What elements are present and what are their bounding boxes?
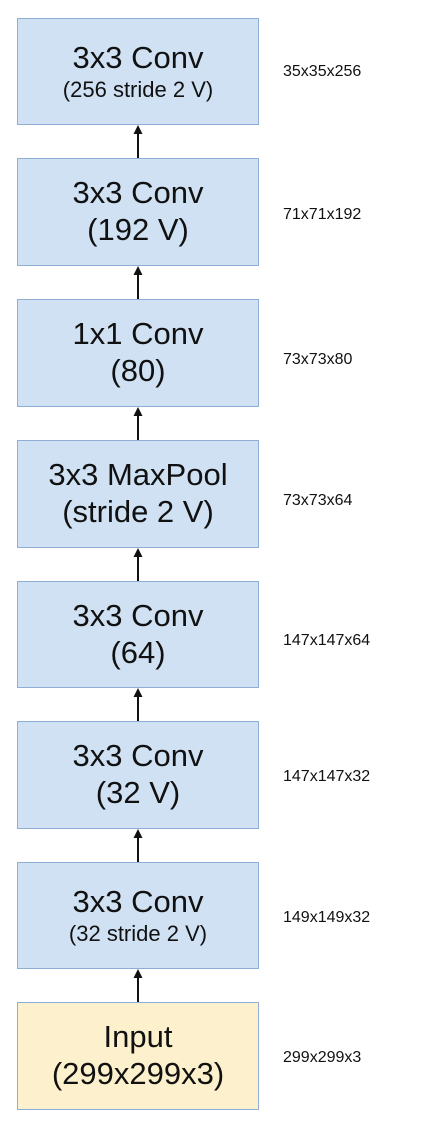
layer-conv-64: 3x3 Conv (64) — [17, 581, 259, 688]
arrow-up-icon — [131, 688, 145, 721]
layer-params: (stride 2 V) — [62, 494, 214, 529]
arrow-up-icon — [131, 407, 145, 440]
arrow-up-icon — [131, 969, 145, 1002]
layer-conv-32v: 3x3 Conv (32 V) — [17, 721, 259, 829]
layer-params: (299x299x3) — [51, 1056, 225, 1091]
output-dims: 147x147x64 — [283, 632, 371, 649]
layer-title: Input — [103, 1019, 173, 1055]
output-dims: 149x149x32 — [283, 909, 371, 926]
layer-params: (256 stride 2 V) — [62, 76, 214, 102]
arrow-up-icon — [131, 125, 145, 158]
layer-title: 3x3 Conv — [72, 738, 204, 774]
layer-title: 3x3 Conv — [72, 175, 204, 211]
layer-conv-80: 1x1 Conv (80) — [17, 299, 259, 407]
layer-conv-256-stride2: 3x3 Conv (256 stride 2 V) — [17, 18, 259, 125]
layer-title: 3x3 MaxPool — [48, 457, 228, 493]
layer-title: 1x1 Conv — [72, 316, 204, 352]
output-dims: 299x299x3 — [283, 1049, 362, 1066]
layer-maxpool: 3x3 MaxPool (stride 2 V) — [17, 440, 259, 548]
output-dims: 35x35x256 — [283, 63, 362, 80]
layer-params: (80) — [110, 353, 166, 388]
layer-title: 3x3 Conv — [72, 40, 204, 76]
layer-params: (32 V) — [95, 775, 181, 810]
output-dims: 147x147x32 — [283, 768, 371, 785]
layer-title: 3x3 Conv — [72, 597, 204, 633]
output-dims: 73x73x80 — [283, 351, 353, 368]
input-node: Input (299x299x3) — [17, 1002, 259, 1110]
output-dims: 71x71x192 — [283, 206, 362, 223]
layer-title: 3x3 Conv — [72, 884, 204, 920]
layer-conv-32-stride2: 3x3 Conv (32 stride 2 V) — [17, 862, 259, 969]
arrow-up-icon — [131, 829, 145, 862]
layer-params: (32 stride 2 V) — [68, 920, 208, 946]
layer-conv-192: 3x3 Conv (192 V) — [17, 158, 259, 266]
arrow-up-icon — [131, 548, 145, 581]
layer-params: (64) — [110, 634, 166, 670]
layer-params: (192 V) — [87, 212, 189, 247]
output-dims: 73x73x64 — [283, 492, 353, 509]
arrow-up-icon — [131, 266, 145, 299]
